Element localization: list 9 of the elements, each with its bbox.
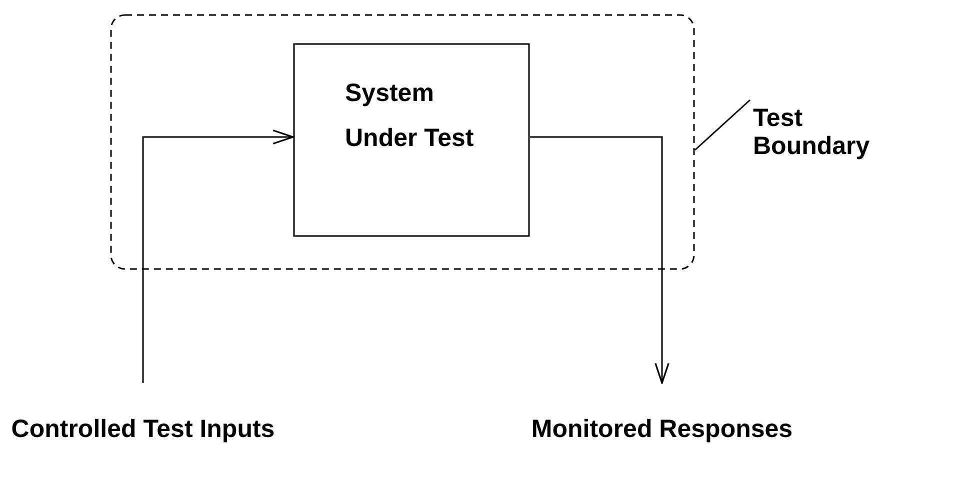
node-label: System Under Test <box>345 78 475 154</box>
leader-line <box>694 99 750 151</box>
test-boundary <box>110 14 695 270</box>
system-box <box>293 43 530 237</box>
text-label: Monitored Responses <box>531 414 793 445</box>
text-label: Test Boundary <box>753 104 871 160</box>
arrow <box>530 136 670 384</box>
arrow <box>142 130 294 383</box>
text-label: Controlled Test Inputs <box>11 414 275 445</box>
